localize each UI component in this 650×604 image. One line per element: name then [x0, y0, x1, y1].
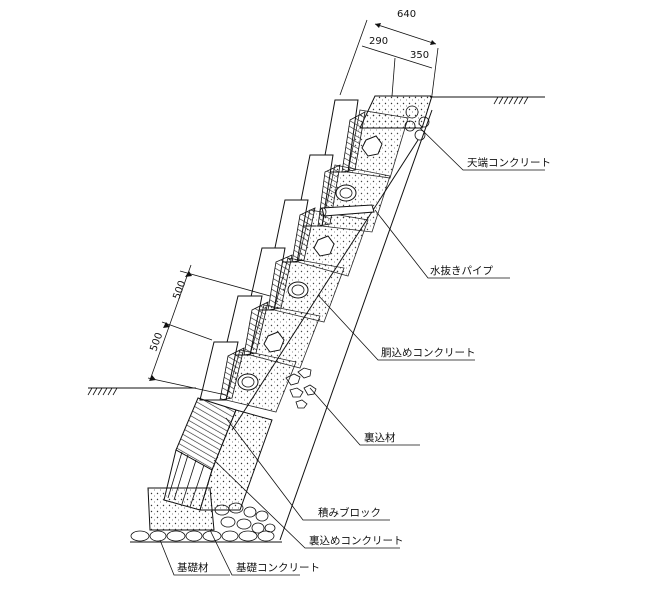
block-stack — [199, 99, 409, 413]
backfill-rubble-icon — [285, 367, 317, 409]
leader-lines — [159, 127, 545, 576]
foundation-concrete — [147, 487, 215, 531]
dim-500-lower: 500 — [148, 331, 165, 353]
label-backfill: 裏込材 — [364, 431, 396, 444]
drain-pipe — [319, 204, 375, 217]
label-drain-pipe: 水抜きパイプ — [430, 264, 493, 277]
label-foundation-concrete: 基礎コンクリート — [236, 561, 320, 574]
top-dimensions — [339, 19, 439, 97]
label-crown-concrete: 天端コンクリート — [467, 156, 551, 169]
block-4 — [247, 247, 345, 323]
riser-dimensions — [147, 264, 271, 396]
dim-640: 640 — [397, 9, 416, 20]
label-backfill-concrete: 裏込めコンクリート — [309, 534, 404, 547]
dim-290: 290 — [369, 36, 388, 47]
dim-500-upper: 500 — [171, 279, 188, 301]
block-1 — [321, 99, 409, 179]
label-filling-concrete: 胴込めコンクリート — [381, 347, 476, 359]
foundation-material — [130, 530, 282, 543]
block-5 — [223, 295, 321, 369]
block-3 — [271, 199, 369, 277]
dim-350: 350 — [410, 50, 429, 61]
label-block: 積みブロック — [318, 506, 381, 519]
lower-ground — [87, 387, 196, 396]
label-foundation-material: 基礎材 — [177, 561, 209, 574]
rubble-stones — [214, 502, 276, 534]
upper-ground — [430, 96, 545, 105]
block-6 — [199, 341, 297, 413]
